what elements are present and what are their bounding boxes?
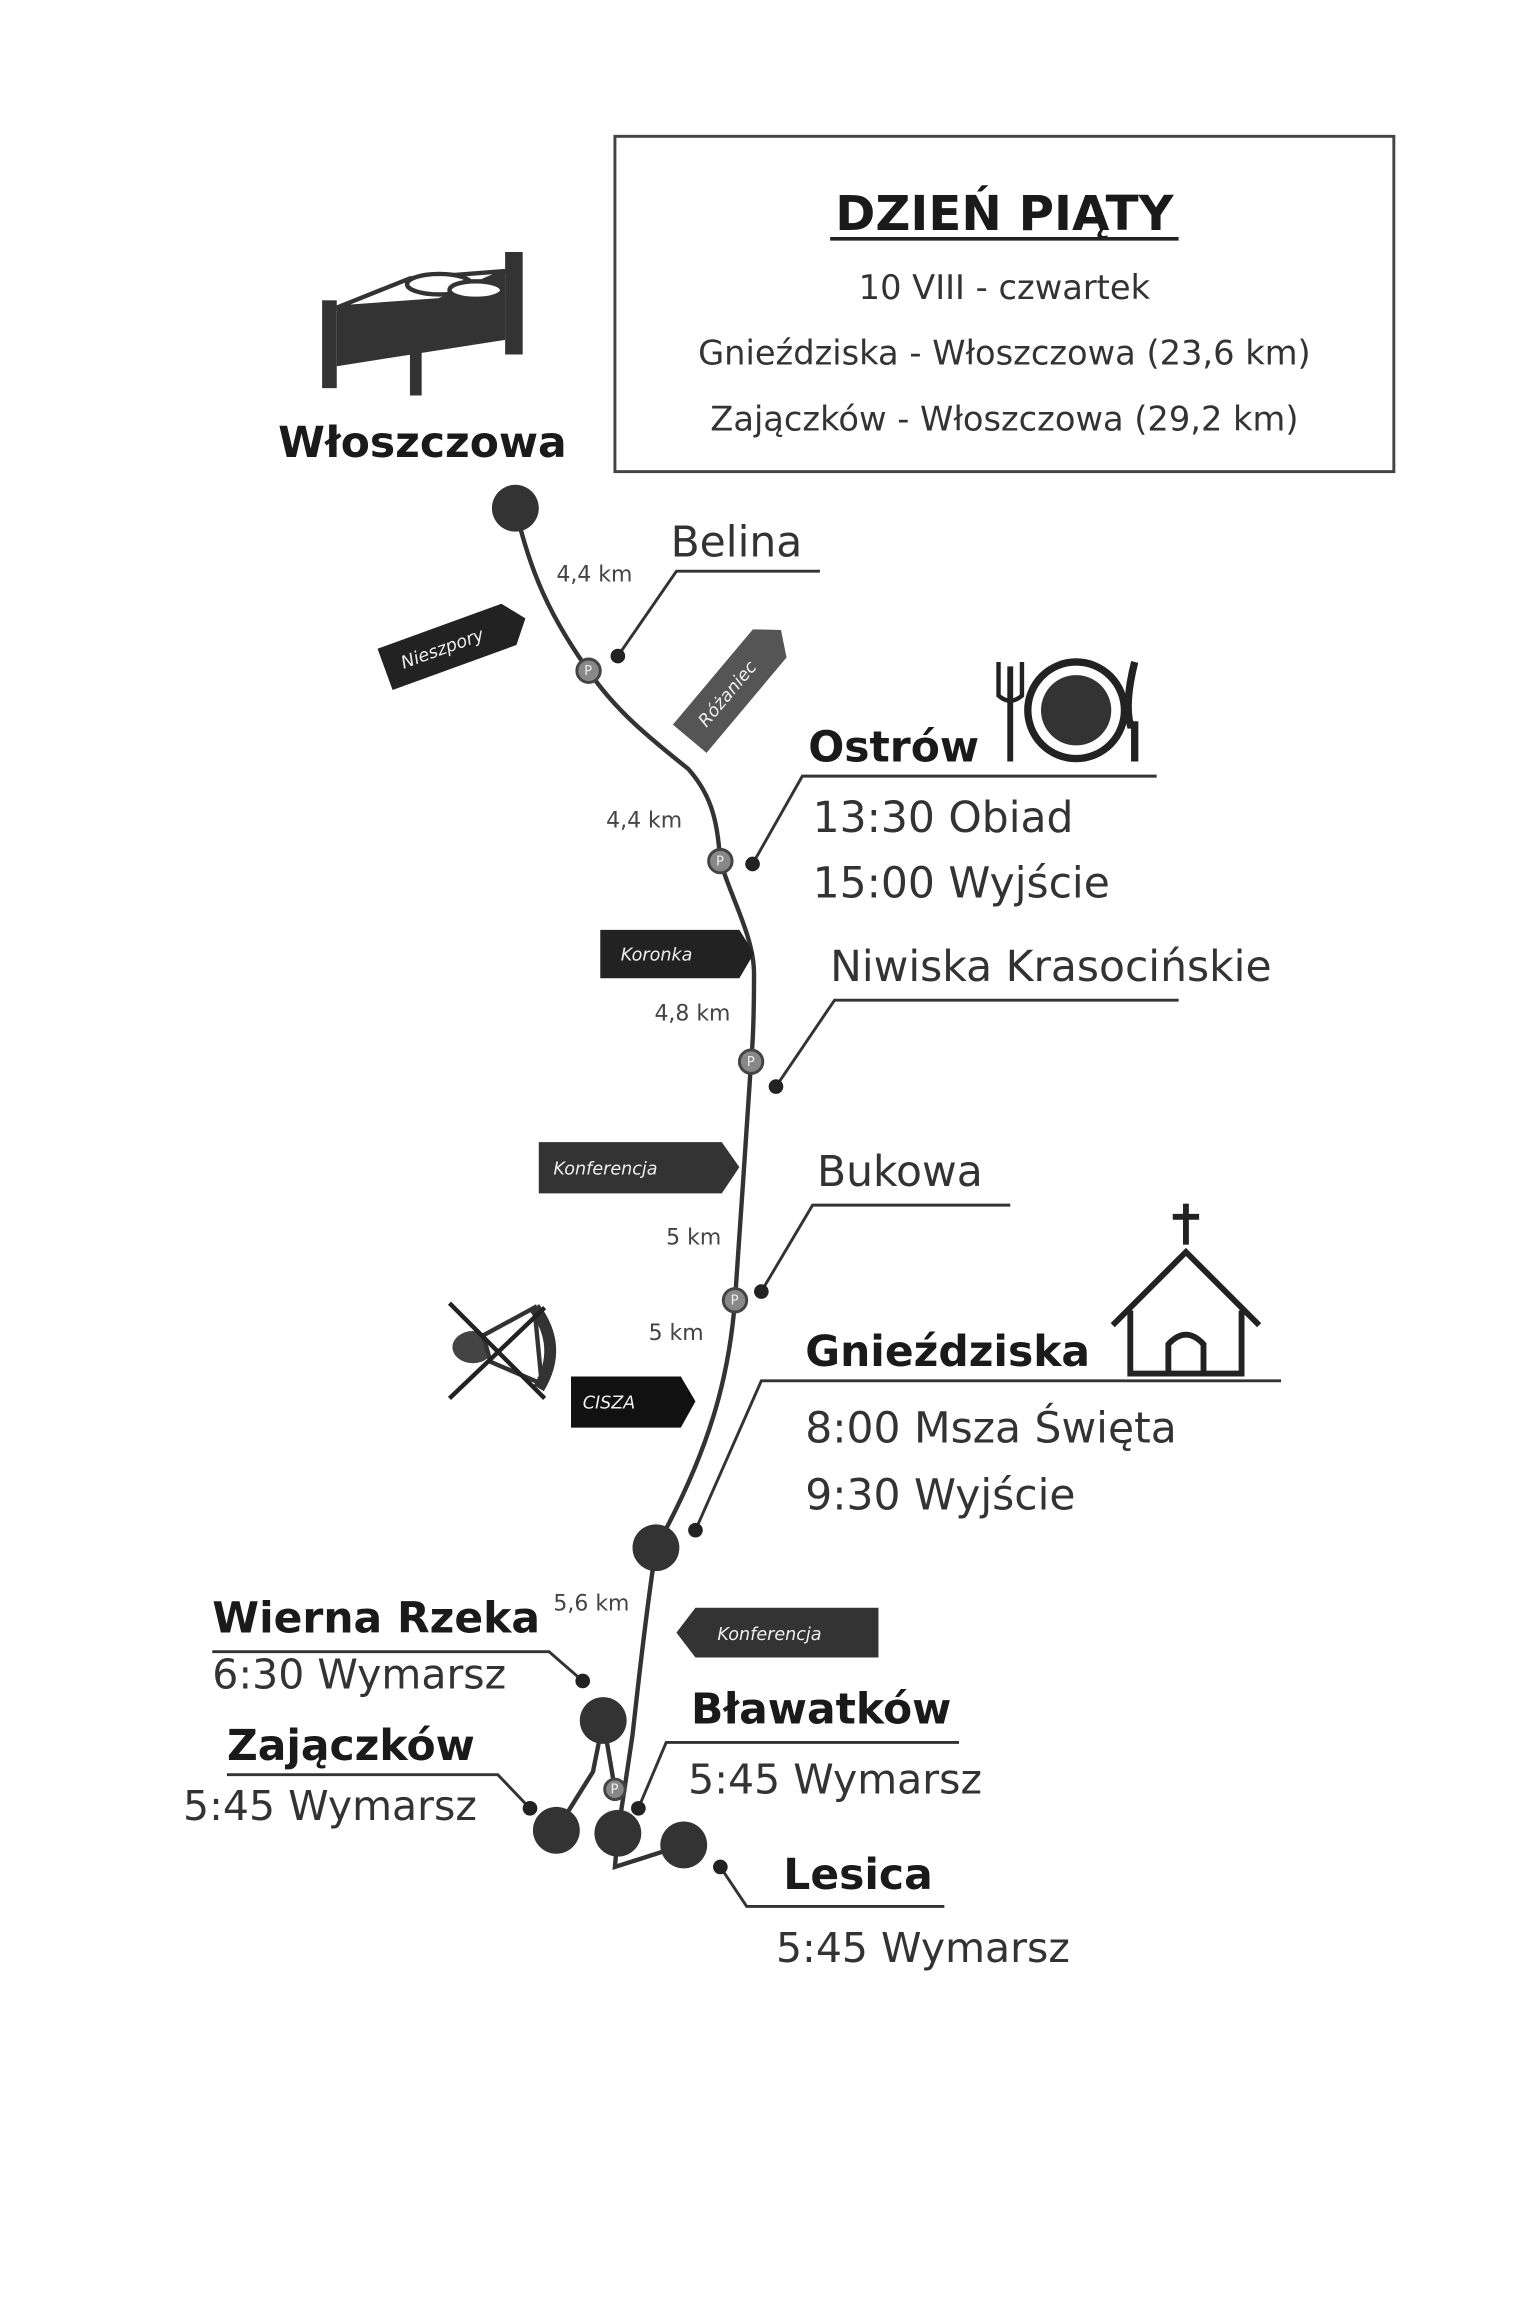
stop-marker-labels: P P P P P <box>584 664 755 1798</box>
church-icon <box>1110 1203 1262 1377</box>
svg-text:P: P <box>584 664 592 679</box>
gniezdziska-mass: 8:00 Msza Święta <box>805 1402 1176 1453</box>
node-wloszczowa <box>491 484 539 532</box>
svg-text:Konferencja: Konferencja <box>717 1625 821 1645</box>
svg-text:Konferencja: Konferencja <box>553 1159 657 1179</box>
stop-markers <box>575 657 765 1802</box>
blawatkow-departure: 5:45 Wymarsz <box>688 1756 982 1804</box>
stop-label-belina: Belina <box>671 519 803 568</box>
route-summary-1: Gnieździska - Włoszczowa (23,6 km) <box>698 334 1311 373</box>
distance-label: 5 km <box>666 1226 721 1251</box>
day-date: 10 VIII - czwartek <box>859 268 1151 307</box>
no-loudspeaker-icon <box>447 1301 556 1400</box>
distance-label: 4,4 km <box>556 562 632 587</box>
plate-cutlery-icon <box>996 658 1139 763</box>
wierna-rzeka-departure: 6:30 Wymarsz <box>212 1650 506 1698</box>
node-wierna-rzeka <box>579 1697 627 1744</box>
stop-label-bukowa: Bukowa <box>817 1148 983 1197</box>
svg-text:Koronka: Koronka <box>621 946 693 966</box>
distance-label: 4,8 km <box>654 1002 730 1027</box>
node-gniezdziska <box>632 1524 680 1572</box>
gniezdziska-departure: 9:30 Wyjście <box>805 1472 1075 1521</box>
route-summary-2: Zajączków - Włoszczowa (29,2 km) <box>710 400 1298 439</box>
day-info-box: DZIEŃ PIĄTY 10 VIII - czwartek Gnieździs… <box>613 134 1396 474</box>
tag-cisza: CISZA <box>571 1376 696 1428</box>
svg-text:CISZA: CISZA <box>583 1394 636 1414</box>
stop-label-gniezdziska: Gnieździska <box>805 1328 1090 1377</box>
stop-label-niwiska: Niwiska Krasocińskie <box>830 943 1271 992</box>
node-blawatkow-junction <box>594 1809 642 1857</box>
distance-label: 5 km <box>649 1321 704 1346</box>
svg-text:P: P <box>716 854 724 869</box>
tag-nieszpory: Nieszpory <box>377 603 526 691</box>
stop-label-wierna-rzeka: Wierna Rzeka <box>212 1595 540 1644</box>
stop-label-wloszczowa: Włoszczowa <box>278 419 567 468</box>
zajaczkow-departure: 5:45 Wymarsz <box>183 1782 477 1830</box>
ostrow-lunch: 13:30 Obiad <box>813 794 1074 843</box>
leader-dots <box>522 648 784 1875</box>
tag-koronka: Koronka <box>600 929 755 979</box>
day-title: DZIEŃ PIĄTY <box>835 185 1174 242</box>
leader-lines <box>212 569 1282 1908</box>
distance-label: 4,4 km <box>606 808 682 833</box>
node-zajaczkow <box>532 1806 580 1854</box>
tag-konferencja-1: Konferencja <box>538 1142 740 1194</box>
svg-text:P: P <box>747 1055 755 1070</box>
node-lesica <box>660 1821 708 1869</box>
svg-text:P: P <box>611 1783 619 1798</box>
stop-label-blawatkow: Bławatków <box>691 1685 951 1734</box>
stop-label-ostrow: Ostrów <box>808 724 979 773</box>
tag-rozaniec: Różaniec <box>672 629 787 753</box>
lesica-departure: 5:45 Wymarsz <box>776 1924 1070 1972</box>
tag-konferencja-2: Konferencja <box>676 1607 879 1658</box>
bed-icon <box>322 251 523 396</box>
svg-text:P: P <box>731 1294 739 1309</box>
ostrow-departure: 15:00 Wyjście <box>813 860 1110 909</box>
distance-label: 5,6 km <box>553 1592 629 1617</box>
stop-label-lesica: Lesica <box>783 1851 932 1900</box>
stop-label-zajaczkow: Zajączków <box>227 1722 475 1771</box>
